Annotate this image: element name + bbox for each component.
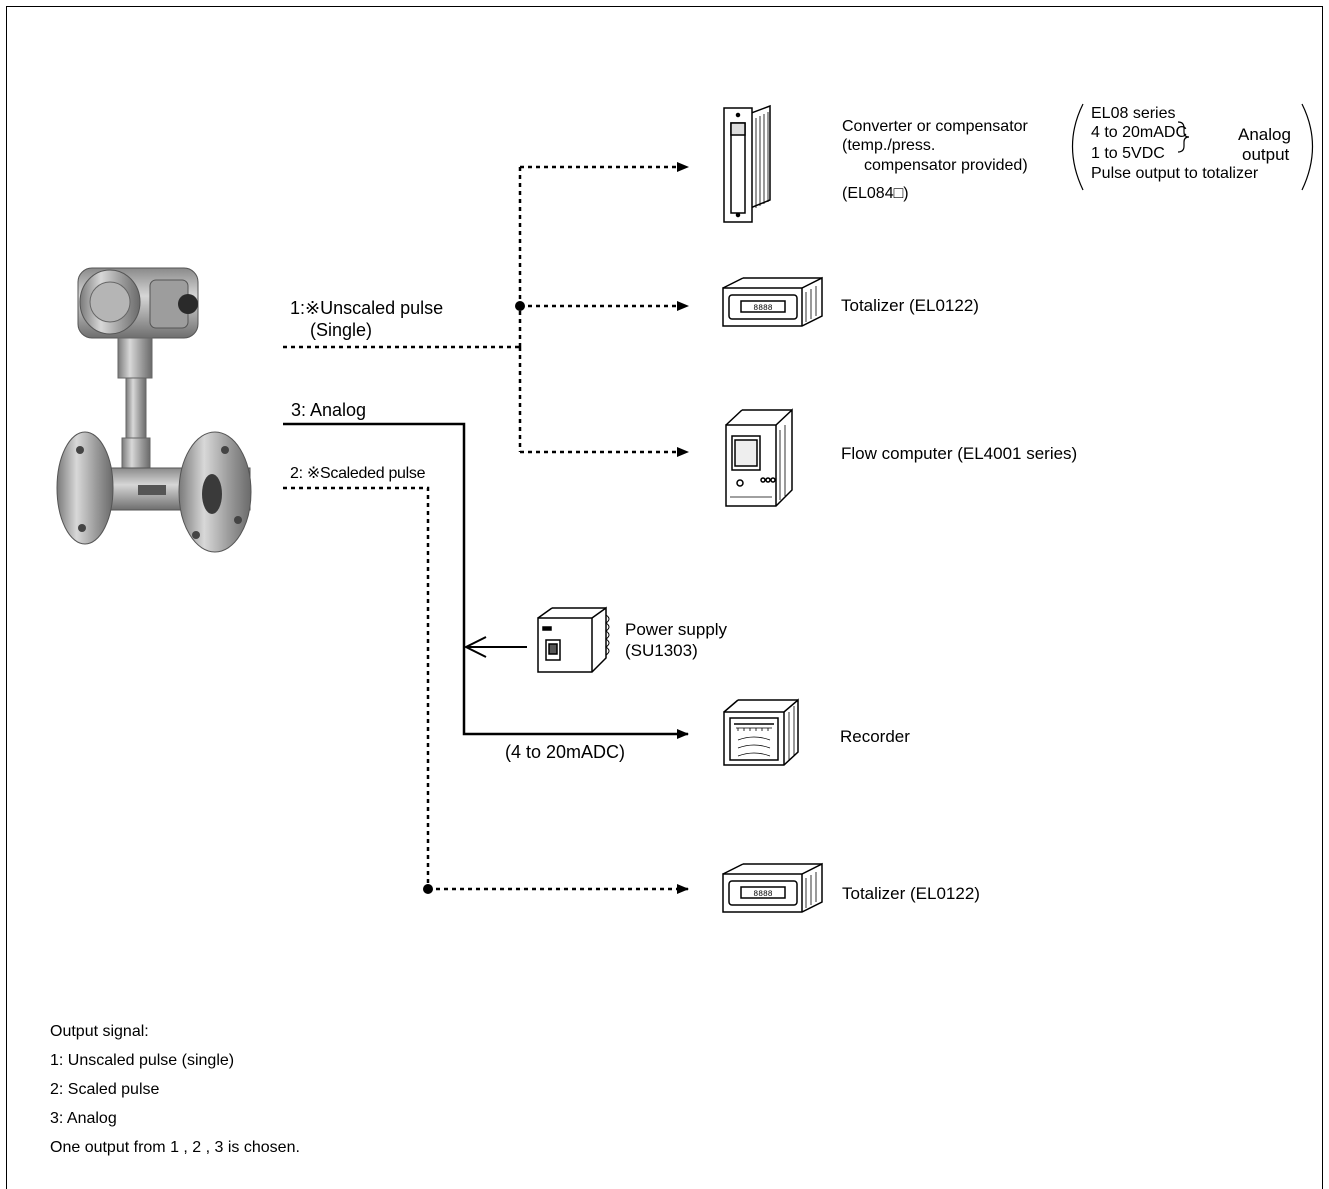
flow-computer-label: Flow computer (EL4001 series) [841, 444, 1078, 463]
legend-item-3: 3: Analog [50, 1110, 117, 1127]
legend-title: Output signal: [50, 1023, 149, 1040]
spec-output: output [1242, 145, 1290, 164]
junction-dot [423, 884, 433, 894]
totalizer-label: Totalizer (EL0122) [841, 296, 979, 315]
power-supply-icon [537, 606, 610, 673]
converter-model: (EL084□) [842, 185, 909, 202]
legend-note: One output from 1 , 2 , 3 is chosen. [50, 1139, 300, 1156]
totalizer-icon: 8888 [722, 276, 823, 327]
flowmeter-image [56, 267, 252, 553]
legend-item-1: 1: Unscaled pulse (single) [50, 1052, 235, 1069]
junction-dot [515, 301, 525, 311]
recorder-icon [723, 698, 799, 766]
analog-label: 3: Analog [291, 400, 367, 420]
spec-analog: Analog [1238, 125, 1291, 144]
converter-label-2: (temp./press. [842, 137, 936, 154]
spec-brackets [1071, 103, 1314, 191]
power-supply-model: (SU1303) [625, 641, 698, 660]
totalizer-label-2: Totalizer (EL0122) [842, 884, 980, 903]
svg-text:8888: 8888 [753, 890, 772, 899]
totalizer-icon: 8888 [722, 862, 823, 913]
legend-item-2: 2: Scaled pulse [50, 1081, 160, 1098]
diagram-frame [6, 6, 1323, 1189]
flow-computer-icon [725, 408, 793, 507]
spec-pulse: Pulse output to totalizer [1091, 165, 1259, 182]
converter-icon [723, 104, 771, 223]
converter-label-3: compensator provided) [864, 157, 1028, 174]
scaled-pulse-label: 2: ※Scaleded pulse [290, 465, 426, 482]
unscaled-single-label: (Single) [310, 320, 373, 340]
signal-lines [283, 162, 689, 894]
power-supply-label: Power supply [625, 620, 728, 639]
spec-ma: 4 to 20mADC [1091, 124, 1188, 141]
spec-series: EL08 series [1091, 105, 1176, 122]
recorder-label: Recorder [840, 727, 910, 746]
unscaled-pulse-label: 1:※Unscaled pulse [290, 298, 444, 318]
spec-vdc: 1 to 5VDC [1091, 145, 1165, 162]
svg-text:8888: 8888 [753, 304, 772, 313]
analog-range-label: (4 to 20mADC) [505, 742, 626, 762]
converter-label: Converter or compensator [842, 118, 1028, 135]
